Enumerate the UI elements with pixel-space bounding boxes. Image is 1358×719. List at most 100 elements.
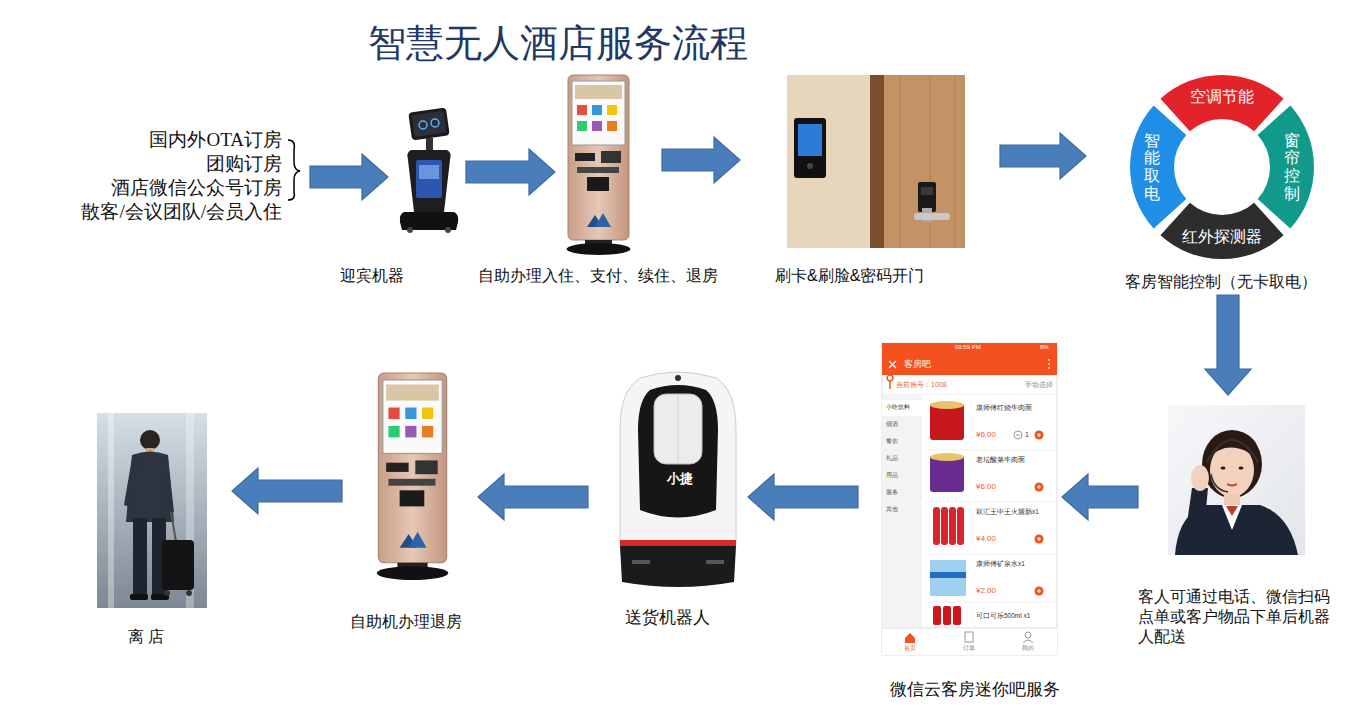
step-image: 自助办理入住、支付、续住、退房 xyxy=(565,75,632,255)
phone-screenshot-part xyxy=(930,572,966,578)
receptionist-photo-part xyxy=(1224,494,1240,506)
phone-screenshot-part xyxy=(889,361,896,368)
door-photo-part xyxy=(930,75,931,248)
source-list: 国内外OTA订房团购订房酒店微信公众号订房散客/会议团队/会员入住 xyxy=(81,128,302,224)
phone-screenshot-part xyxy=(957,507,964,545)
delivery-robot-part xyxy=(675,375,681,381)
door-photo-part xyxy=(794,118,826,178)
segment-fill xyxy=(1160,75,1283,131)
phone-screenshot-part xyxy=(905,633,915,643)
screen-text: 可口可乐500ml x1 xyxy=(976,612,1030,619)
phone-screenshot-part xyxy=(889,361,896,368)
step-caption: 微信云客房迷你吧服务 xyxy=(890,680,1060,700)
step-image: 微信云客房迷你吧服务 xyxy=(882,343,1057,655)
ring-segment: 智能取电 xyxy=(1130,75,1314,259)
phone-screenshot-part xyxy=(1037,485,1041,489)
step-caption: 离 店 xyxy=(128,627,164,646)
receptionist-photo-part xyxy=(1211,474,1228,492)
receptionist-photo-part xyxy=(1168,405,1305,555)
delivery-robot-part xyxy=(632,560,650,564)
receptionist-photo-part xyxy=(1226,506,1238,516)
greeter-robot-part xyxy=(407,150,450,212)
segment-label: 红外探测器 xyxy=(1182,227,1262,246)
door-photo-part xyxy=(807,163,813,169)
greeter-robot-part xyxy=(419,121,427,129)
source-line: 酒店微信公众号订房 xyxy=(81,176,282,200)
flow-arrow xyxy=(310,154,388,200)
receptionist-photo-part xyxy=(1221,467,1226,470)
title: 智慧无人酒店服务流程 xyxy=(368,18,748,69)
step-caption: 自助机办理退房 xyxy=(350,612,462,631)
phone-screenshot-part xyxy=(1025,632,1031,638)
segment-fill xyxy=(1130,105,1186,228)
greeter-robot-part xyxy=(419,165,439,179)
phone-screenshot-part xyxy=(925,554,1057,555)
flow-arrow xyxy=(662,137,740,183)
step-caption: 客人可通过电话、微信扫码点单或客户物品下单后机器人配送 xyxy=(1138,587,1334,647)
phone-screenshot-part xyxy=(930,456,964,492)
screen-text: 小吃饮料 xyxy=(886,404,910,411)
screen-text: 老坛酸菜牛肉面 xyxy=(976,456,1025,463)
screen-text: ¥2.00 xyxy=(976,586,996,595)
source-line: 国内外OTA订房 xyxy=(81,128,282,152)
delivery-robot-part xyxy=(620,372,736,545)
receptionist-photo-part xyxy=(1222,505,1242,530)
screen-text: 首页 xyxy=(904,645,916,652)
phone-screenshot-part xyxy=(925,450,1057,451)
screen-text: 康师傅红烧牛肉面 xyxy=(976,404,1032,411)
door-photo-part xyxy=(921,187,933,195)
person-leaving xyxy=(97,413,207,608)
screen-text: 订单 xyxy=(963,645,975,652)
phone-screenshot xyxy=(882,343,1057,655)
flow-arrow xyxy=(748,474,858,520)
step-image: 刷卡&刷脸&密码开门 xyxy=(787,75,965,248)
step-caption: 客房智能控制（无卡取电） xyxy=(1125,272,1317,291)
person-leaving-part xyxy=(124,458,138,507)
screen-text: ¥6.00 xyxy=(976,482,996,491)
receptionist-photo-part xyxy=(1191,465,1209,491)
kiosk-checkout-part xyxy=(377,373,449,580)
screen-text: 1 xyxy=(1025,431,1029,439)
screen-text: 康师傅矿泉水x1 xyxy=(976,560,1025,567)
door-photo-part xyxy=(870,75,884,248)
greeter-robot-part xyxy=(400,212,458,230)
person-leaving-part xyxy=(133,518,147,596)
delivery-robot-part xyxy=(654,394,702,464)
phone-screenshot-part xyxy=(1035,431,1044,440)
screen-text: 用品 xyxy=(886,472,898,479)
segment-label: 窗帘控制 xyxy=(1284,132,1300,202)
robot-name: 小捷 xyxy=(667,472,693,487)
phone-screenshot-part xyxy=(882,400,922,416)
phone-screenshot-part xyxy=(925,502,1057,503)
kiosk-checkin-part xyxy=(567,75,631,255)
segment-label: 智能取电 xyxy=(1144,132,1160,202)
phone-screenshot-part xyxy=(1037,537,1041,541)
screen-text: 8% xyxy=(1040,344,1049,351)
phone-screenshot-part xyxy=(887,375,893,389)
source-line: 散客/会议团队/会员入住 xyxy=(81,200,282,224)
phone-screenshot-part xyxy=(943,606,951,625)
screen-text: 客房吧 xyxy=(904,359,931,369)
phone-screenshot-part xyxy=(949,507,956,545)
screen-text: 礼品 xyxy=(886,455,898,462)
phone-screenshot-part xyxy=(933,606,941,625)
person-leaving-part xyxy=(162,458,174,514)
screen-text: 09:59 PM xyxy=(955,344,981,351)
delivery-robot xyxy=(620,372,736,587)
phone-screenshot-part xyxy=(882,628,1057,655)
receptionist-photo-part xyxy=(1186,488,1208,530)
phone-screenshot-part xyxy=(925,602,1057,603)
phone-screenshot-part xyxy=(1048,359,1050,361)
delivery-robot-part xyxy=(620,540,736,546)
person-leaving-part xyxy=(164,590,170,596)
screen-text: ¥4.00 xyxy=(976,534,996,543)
screen-text: 餐饮 xyxy=(886,438,898,445)
phone-screenshot-part xyxy=(882,394,1057,395)
person-leaving-part xyxy=(171,512,176,542)
step-caption: 自助办理入住、支付、续住、退房 xyxy=(478,266,718,285)
door-photo-part xyxy=(900,75,901,248)
step-image: 离 店 xyxy=(97,413,207,608)
greeter-robot-part xyxy=(408,107,450,140)
phone-screenshot-part xyxy=(1037,433,1041,437)
door-photo-part xyxy=(884,75,965,248)
